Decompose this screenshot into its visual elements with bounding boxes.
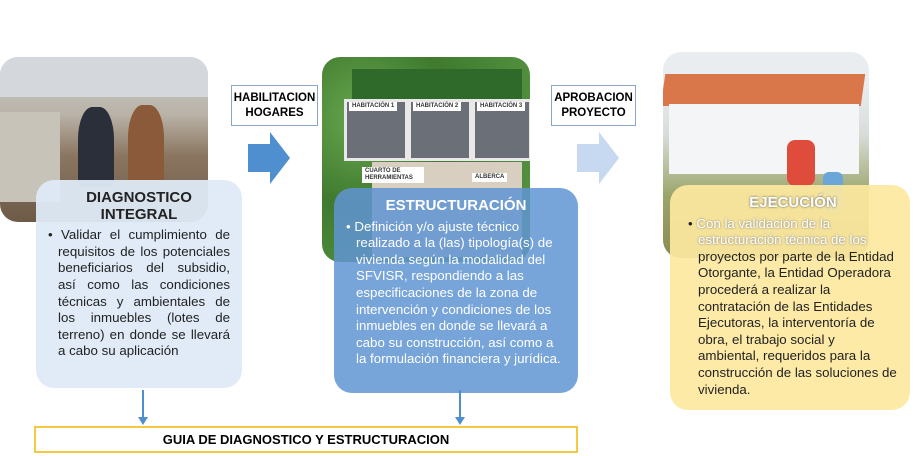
step-diagnostico: DIAGNOSTICO INTEGRAL Validar el cumplimi… bbox=[36, 180, 242, 388]
step-ejecucion: EJECUCIÓN Con la validación de la estruc… bbox=[670, 185, 910, 410]
step-text: Definición y/o ajuste técnico realizado … bbox=[346, 219, 566, 368]
step-title: EJECUCIÓN bbox=[749, 194, 837, 211]
floor-plan-photo: HABITACIÓN 1 HABITACIÓN 2 HABITACIÓN 3 C… bbox=[322, 57, 530, 262]
step-text: proyectos por parte de la Entidad Otorga… bbox=[698, 248, 897, 397]
plan-label: HABITACIÓN 2 bbox=[413, 102, 462, 111]
transition-label: HABILITACION HOGARES bbox=[231, 85, 318, 126]
step-text: Con la validación de la estructuración t… bbox=[696, 215, 867, 248]
transition-label: APROBACION PROYECTO bbox=[551, 85, 636, 126]
arrow-down-icon bbox=[455, 390, 465, 425]
step-title: DIAGNOSTICO INTEGRAL bbox=[86, 189, 192, 223]
step-estructuracion: ESTRUCTURACIÓN Definición y/o ajuste téc… bbox=[334, 188, 578, 393]
step-title: ESTRUCTURACIÓN bbox=[385, 197, 527, 214]
guide-label: GUIA DE DIAGNOSTICO Y ESTRUCTURACION bbox=[34, 426, 578, 453]
plan-label: HABITACIÓN 3 bbox=[477, 102, 526, 111]
plan-label: HABITACIÓN 1 bbox=[349, 102, 398, 111]
arrow-right-icon bbox=[248, 132, 290, 184]
arrow-right-icon bbox=[577, 132, 619, 184]
arrow-down-icon bbox=[138, 390, 148, 425]
plan-label: ALBERCA bbox=[472, 173, 508, 182]
field-visit-photo bbox=[0, 57, 208, 222]
plan-label: CUARTO DE HERRAMIENTAS bbox=[362, 167, 424, 183]
step-text: Validar el cumplimiento de requisitos de… bbox=[48, 227, 230, 360]
